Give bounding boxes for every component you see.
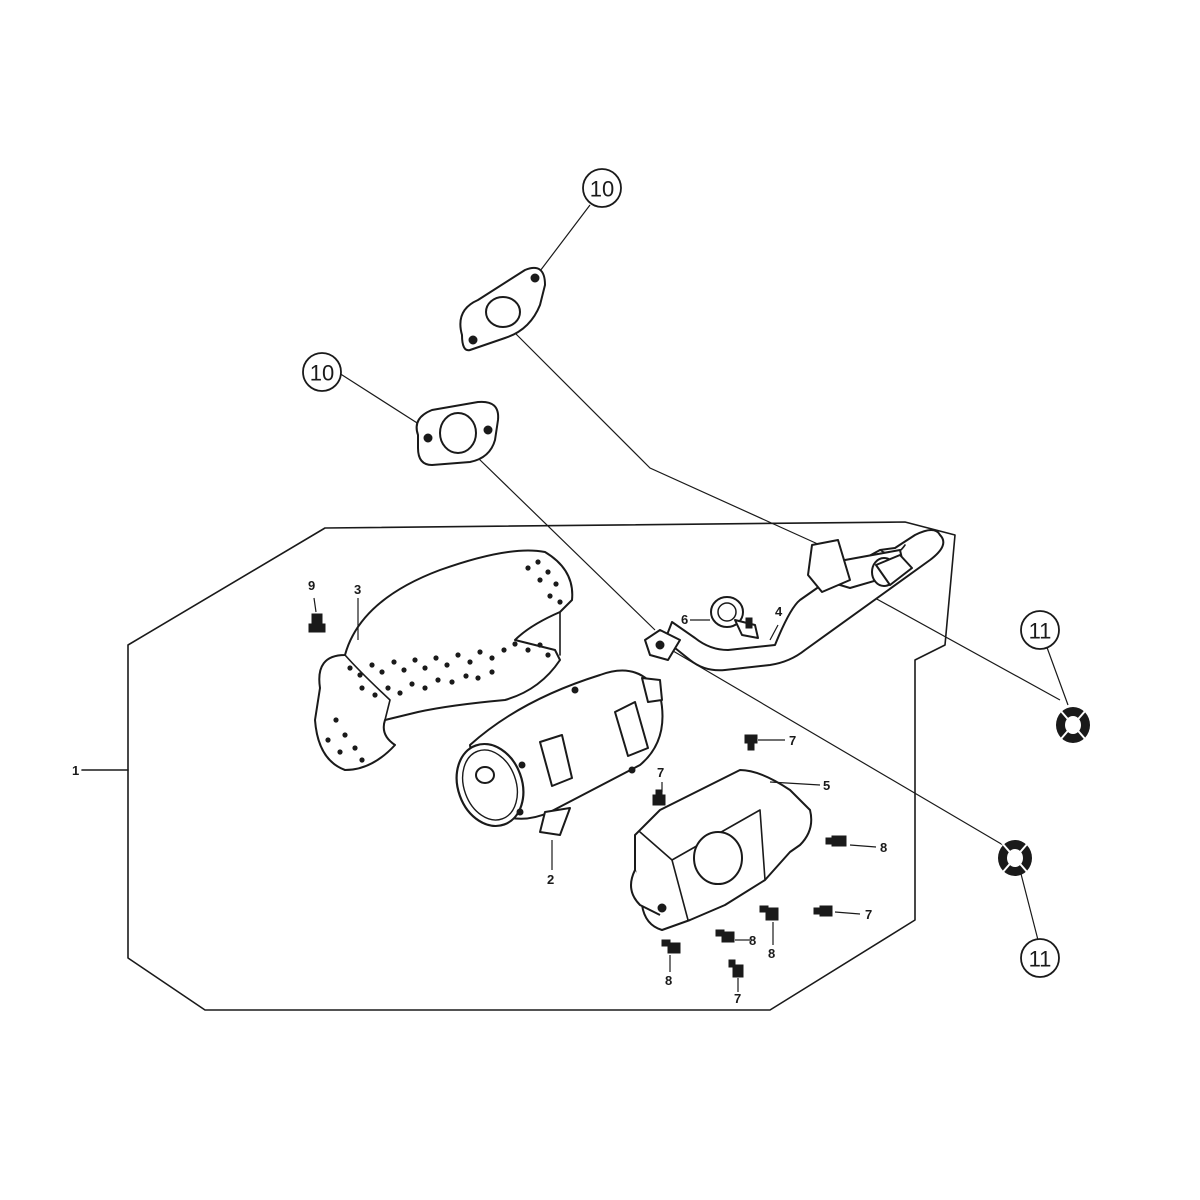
label-8c: 8	[749, 933, 756, 948]
bolts	[308, 613, 847, 978]
svg-text:10: 10	[590, 177, 614, 202]
label-7b: 7	[657, 765, 664, 780]
bolt-9	[308, 613, 326, 633]
label-3: 3	[354, 582, 361, 597]
heat-shield	[314, 549, 574, 771]
bolt-7c	[813, 905, 833, 917]
label-1: 1	[72, 763, 79, 778]
pipe-clamp	[710, 596, 759, 639]
bolt-7d	[728, 959, 744, 978]
label-7a: 7	[789, 733, 796, 748]
svg-text:11: 11	[1029, 947, 1052, 972]
callout-leaders	[313, 597, 877, 992]
label-9: 9	[308, 578, 315, 593]
shield-perforations	[325, 559, 563, 763]
circled-label-11-right: 11	[1020, 610, 1060, 650]
leader-10-top	[514, 204, 821, 546]
assembly-boundary	[127, 521, 956, 1011]
bolt-8c	[715, 929, 735, 943]
nut-bottom	[998, 840, 1032, 876]
muffler	[455, 669, 664, 836]
label-8b: 8	[768, 946, 775, 961]
circled-label-10-left: 10	[302, 352, 342, 392]
circled-label-11-bottom: 11	[1020, 938, 1060, 978]
leader-11-bottom	[667, 647, 1039, 941]
circled-label-10-top: 10	[582, 168, 622, 208]
bolt-8a	[825, 835, 847, 847]
svg-text:11: 11	[1029, 619, 1052, 644]
svg-text:10: 10	[310, 361, 334, 386]
label-7d: 7	[734, 991, 741, 1006]
gasket-left	[415, 400, 500, 466]
leader-11-right	[854, 586, 1069, 706]
label-8d: 8	[665, 973, 672, 988]
label-7c: 7	[865, 907, 872, 922]
label-6: 6	[681, 612, 688, 627]
label-5: 5	[823, 778, 830, 793]
bolt-8b	[759, 905, 779, 921]
muffler-bracket	[630, 769, 813, 931]
bolt-8d	[661, 939, 681, 954]
leader-10-left	[338, 372, 656, 631]
bolt-7a	[744, 734, 758, 751]
label-8a: 8	[880, 840, 887, 855]
nut-top	[1056, 707, 1090, 743]
bolt-7b	[652, 789, 666, 806]
gasket-top	[459, 266, 546, 352]
label-4: 4	[775, 604, 783, 619]
label-2: 2	[547, 872, 554, 887]
exhaust-pipe	[644, 529, 945, 672]
